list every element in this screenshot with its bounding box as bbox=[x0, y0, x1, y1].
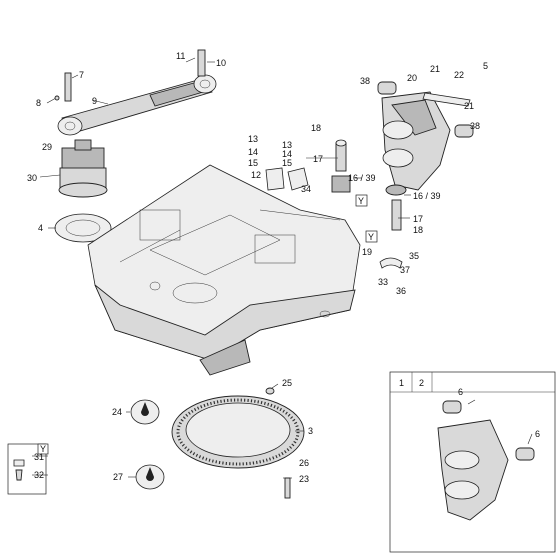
callout-31: 31 bbox=[34, 452, 44, 462]
bushing-16-39-right bbox=[385, 184, 407, 196]
callout-17b: 17 bbox=[413, 214, 423, 224]
grease-icon-24 bbox=[130, 399, 160, 425]
callout-15a: 15 bbox=[248, 158, 258, 168]
variant-col-2: 2 bbox=[419, 378, 424, 388]
callout-25: 25 bbox=[282, 378, 292, 388]
callout-26: 26 bbox=[299, 458, 309, 468]
callout-27: 27 bbox=[113, 472, 123, 482]
callout-3: 3 bbox=[308, 426, 313, 436]
callout-7: 7 bbox=[79, 70, 84, 80]
callout-13a: 13 bbox=[248, 134, 258, 144]
callout-13b: 13 bbox=[282, 140, 292, 150]
bracket-12 bbox=[265, 167, 285, 191]
upper-frame bbox=[87, 164, 361, 376]
y-marker-2: Y bbox=[365, 230, 378, 243]
callout-12: 12 bbox=[251, 170, 261, 180]
callout-36: 36 bbox=[396, 286, 406, 296]
pin-17-right bbox=[391, 199, 402, 231]
callout-37: 37 bbox=[400, 265, 410, 275]
y-marker-text: Y bbox=[358, 196, 364, 206]
callout-9: 9 bbox=[92, 96, 97, 106]
callout-34: 34 bbox=[301, 184, 311, 194]
callout-30: 30 bbox=[27, 173, 37, 183]
grease-icon-27 bbox=[135, 464, 165, 490]
callout-38b: 38 bbox=[470, 121, 480, 131]
callout-22: 22 bbox=[454, 70, 464, 80]
callout-16-39b: 16 / 39 bbox=[413, 191, 441, 201]
callout-18a: 18 bbox=[311, 123, 321, 133]
y-legend-box bbox=[7, 443, 49, 495]
callout-20: 20 bbox=[407, 73, 417, 83]
callout-21b: 21 bbox=[464, 101, 474, 111]
callout-35: 35 bbox=[409, 251, 419, 261]
washer-25 bbox=[265, 387, 275, 395]
bolt-23 bbox=[284, 477, 291, 499]
callout-32: 32 bbox=[34, 470, 44, 480]
y-marker-3: Y bbox=[40, 444, 46, 454]
pin-10 bbox=[197, 49, 206, 77]
callout-14a: 14 bbox=[248, 147, 258, 157]
pin-17-left bbox=[335, 139, 347, 172]
y-marker-text: Y bbox=[40, 444, 46, 454]
plate-20 bbox=[422, 92, 471, 107]
variant-box bbox=[389, 371, 556, 553]
callout-33: 33 bbox=[378, 277, 388, 287]
y-marker-1: Y bbox=[355, 194, 368, 207]
y-marker-text: Y bbox=[368, 232, 374, 242]
callout-17a: 17 bbox=[313, 154, 323, 164]
callout-19: 19 bbox=[362, 247, 372, 257]
callout-21a: 21 bbox=[430, 64, 440, 74]
callout-14b: 14 bbox=[282, 149, 292, 159]
callout-15b: 15 bbox=[282, 158, 292, 168]
callout-6b: 6 bbox=[535, 429, 540, 439]
callout-6a: 6 bbox=[458, 387, 463, 397]
swing-motor bbox=[58, 139, 108, 198]
callout-5: 5 bbox=[483, 61, 488, 71]
bracket-34 bbox=[287, 167, 309, 191]
bolt-8 bbox=[46, 95, 60, 104]
gasket-4 bbox=[54, 213, 112, 243]
callout-18b: 18 bbox=[413, 225, 423, 235]
swing-bracket bbox=[377, 81, 474, 191]
variant-col-1: 1 bbox=[399, 378, 404, 388]
callout-16-39a: 16 / 39 bbox=[348, 173, 376, 183]
callout-8: 8 bbox=[36, 98, 41, 108]
boom-cylinder bbox=[57, 74, 217, 136]
bushing-16-39-left bbox=[331, 175, 351, 193]
leader-lines bbox=[32, 61, 533, 479]
clamp-35 bbox=[379, 257, 403, 269]
callout-4: 4 bbox=[38, 223, 43, 233]
bolt-11 bbox=[185, 57, 196, 63]
callout-10: 10 bbox=[216, 58, 226, 68]
callout-11: 11 bbox=[176, 51, 185, 61]
callout-38a: 38 bbox=[360, 76, 370, 86]
callout-23: 23 bbox=[299, 474, 309, 484]
slewing-ring bbox=[171, 395, 305, 469]
callout-29: 29 bbox=[42, 142, 52, 152]
callout-24: 24 bbox=[112, 407, 122, 417]
pin-7 bbox=[64, 72, 72, 102]
